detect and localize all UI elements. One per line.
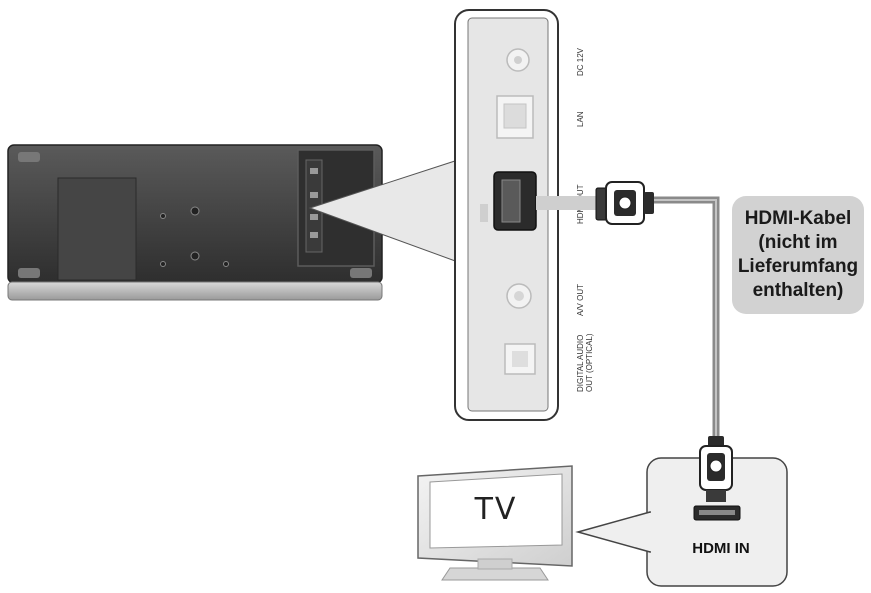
av-out-port-label: A/V OUT — [576, 284, 585, 316]
device-foot — [350, 268, 372, 278]
hdmi-cable — [536, 181, 720, 440]
hdmi-cable-note: HDMI-Kabel (nicht im Lieferumfang enthal… — [732, 196, 864, 314]
screw-hole — [160, 261, 166, 267]
hdmi-cable-note-line: (nicht im — [758, 232, 838, 253]
tv-screen-label: TV — [474, 492, 518, 527]
screw-hole — [190, 251, 200, 261]
hdmi-cable-note-line: enthalten) — [752, 280, 844, 301]
device-foot — [18, 268, 40, 278]
optical-port-label: DIGITAL AUDIO — [576, 335, 585, 392]
lan-port-label: LAN — [576, 111, 585, 127]
hdmi-plug-bottom — [699, 436, 733, 502]
tv-set — [417, 465, 573, 581]
hdmi-cable-note-line: HDMI-Kabel — [744, 208, 852, 229]
screw-hole — [190, 206, 200, 216]
device-foot — [18, 152, 40, 162]
player-device — [7, 144, 383, 301]
screw-hole — [160, 213, 166, 219]
dc-port-label: DC 12V — [576, 47, 585, 76]
hdmi-plug-top — [595, 181, 654, 225]
hdmi-in-callout — [575, 436, 788, 587]
hdmi-in-label: HDMI IN — [692, 540, 750, 557]
hdmi-cable-note-line: Lieferumfang — [737, 256, 859, 277]
optical-port-label: OUT (OPTICAL) — [585, 333, 594, 392]
rear-panel-enlarged: DC 12V LAN HDMI OUT A/V OUT DIGITAL AUDI… — [454, 9, 594, 421]
device-label-plate — [57, 177, 137, 281]
screw-hole — [223, 261, 229, 267]
